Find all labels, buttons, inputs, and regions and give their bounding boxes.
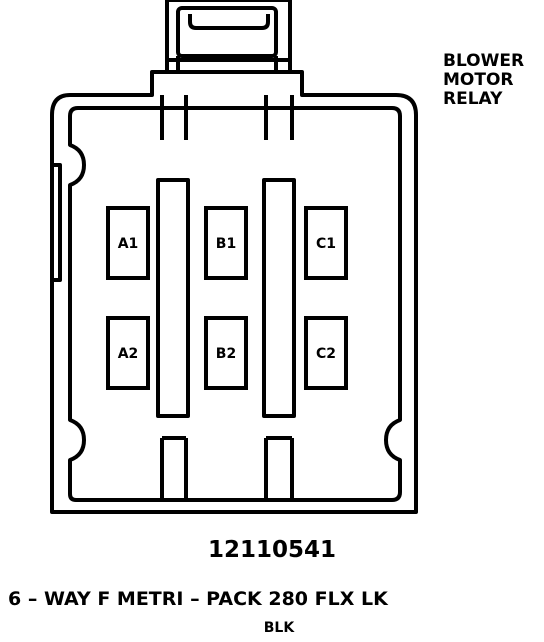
top-lock: [176, 6, 278, 58]
pin-label-b2: B2: [216, 346, 236, 362]
pin-cavity-a1: [106, 206, 150, 280]
pin-cavity-a2: [106, 316, 150, 390]
connector-color: BLK: [263, 620, 295, 636]
top-lock-inner: [188, 14, 270, 30]
side-latch: [52, 163, 62, 282]
pin-label-b1: B1: [216, 236, 236, 252]
bottom-channel-right: [264, 436, 294, 500]
pin-label-a1: A1: [118, 236, 139, 252]
separator-bar-left: [156, 178, 190, 418]
connector-housing-inner: [68, 106, 402, 502]
pin-cavity-b1: [204, 206, 248, 280]
relay-label-line-3: RELAY: [443, 89, 503, 109]
pin-label-c1: C1: [316, 236, 336, 252]
connector-housing-outer: [50, 0, 418, 514]
pin-cavity-c2: [304, 316, 348, 390]
top-channel-left: [160, 95, 188, 140]
pin-cavity-b2: [204, 316, 248, 390]
part-number: 12110541: [207, 537, 337, 563]
connector-description: 6 – WAY F METRI – PACK 280 FLX LK: [8, 588, 388, 610]
pin-label-a2: A2: [118, 346, 139, 362]
pin-label-c2: C2: [316, 346, 336, 362]
top-channel-right: [264, 95, 294, 140]
relay-label-line-2: MOTOR: [443, 70, 514, 90]
relay-label-line-1: BLOWER: [443, 51, 525, 71]
separator-bar-right: [262, 178, 296, 418]
pin-cavity-c1: [304, 206, 348, 280]
top-lock-sides: [167, 56, 290, 74]
bottom-channel-left: [160, 436, 188, 500]
relay-label: BLOWER MOTOR RELAY: [443, 52, 524, 109]
